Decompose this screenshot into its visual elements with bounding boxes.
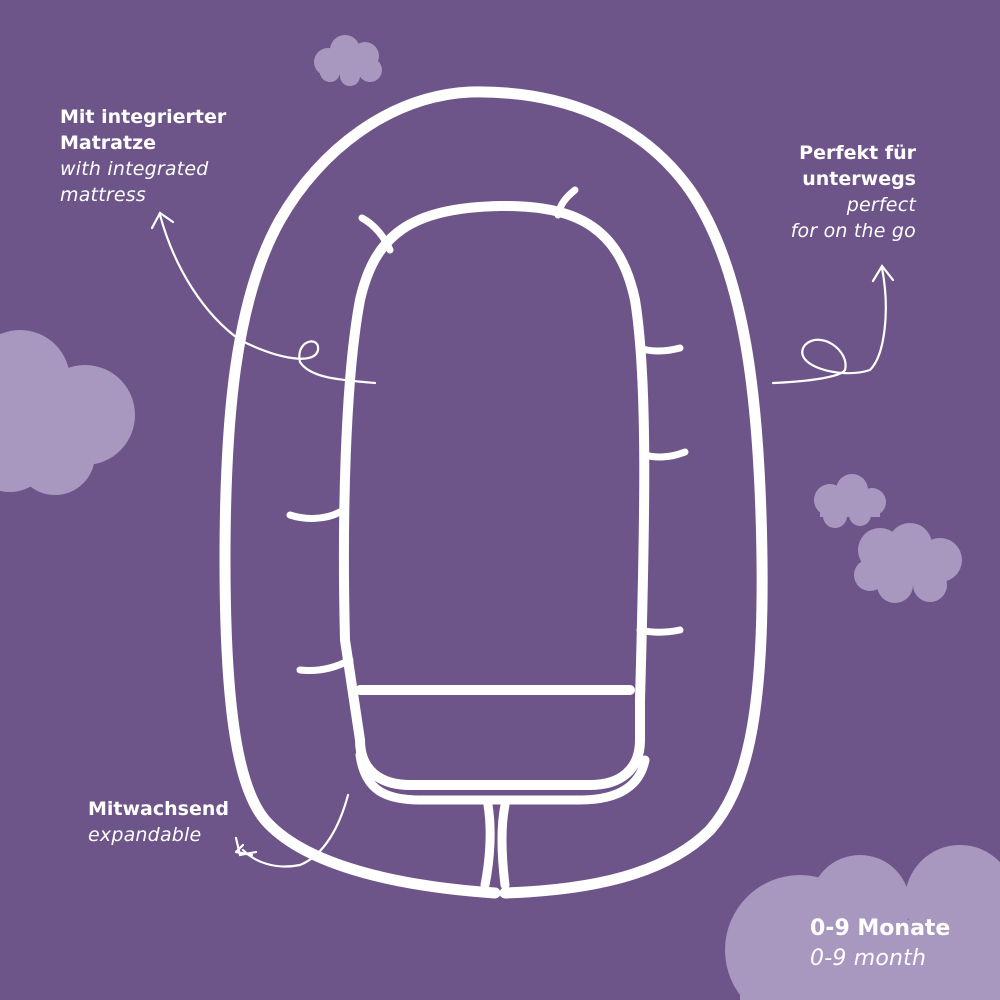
label-integrated-mattress: Mit integrierter Matratze with integrate… — [60, 104, 226, 208]
label-de: Mitwachsend — [88, 798, 229, 820]
label-expandable: Mitwachsend expandable — [88, 796, 229, 848]
arrow-icon — [150, 211, 895, 868]
label-de: 0-9 Monate — [810, 916, 951, 941]
label-de: Matratze — [60, 132, 157, 154]
label-de: Mit integrierter — [60, 106, 227, 128]
label-en: 0-9 month — [810, 946, 927, 971]
cloud-icon — [725, 845, 1000, 1000]
cloud-icon — [814, 474, 886, 528]
label-de: Perfekt für — [799, 142, 916, 164]
cloud-icon — [314, 35, 382, 86]
label-age-range: 0-9 Monate 0-9 month — [810, 914, 950, 974]
label-en: with integrated — [60, 158, 209, 180]
baby-nest-illustration — [219, 86, 768, 899]
cloud-icon — [0, 330, 135, 495]
label-en: for on the go — [790, 220, 916, 242]
label-de: unterwegs — [802, 168, 916, 190]
label-en: expandable — [88, 824, 202, 846]
label-on-the-go: Perfekt für unterwegs perfect for on the… — [791, 140, 916, 244]
label-en: perfect — [846, 194, 916, 216]
label-en: mattress — [60, 184, 146, 206]
cloud-icon — [854, 523, 962, 603]
